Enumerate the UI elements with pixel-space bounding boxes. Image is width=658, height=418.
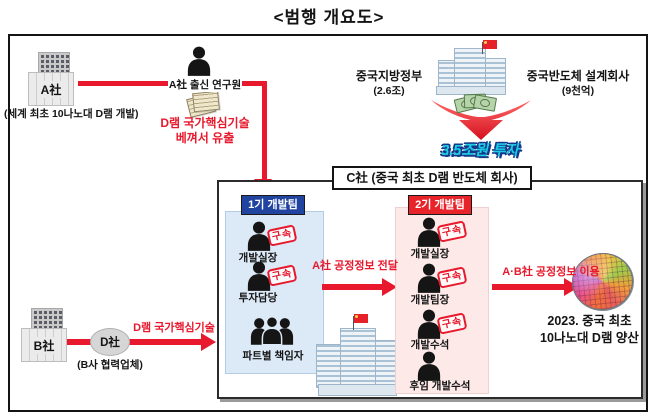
china-flag-icon — [354, 314, 368, 323]
team2-header: 2기 개발팀 — [408, 195, 472, 215]
china-flag-icon — [483, 40, 497, 49]
company-a-name: A社 — [39, 80, 63, 98]
use-label: A·B社 공정정보 이용 — [502, 266, 600, 278]
building-front: B社 — [21, 328, 67, 362]
company-d-ellipse: D社 — [90, 328, 130, 356]
member-title: 개발수석 — [410, 339, 450, 351]
team1-header: 1기 개발팀 — [241, 195, 305, 215]
china-designer-amount: (9천억) — [561, 85, 595, 97]
company-c-header: C社 (중국 최초 D램 반도체 회사) — [332, 166, 532, 190]
building-tower — [340, 328, 376, 388]
page-title: <범행 개요도> — [273, 8, 385, 27]
person-icon — [247, 221, 271, 251]
money-bill — [472, 94, 498, 112]
person-icon — [417, 263, 441, 293]
researcher-label: A社 출신 연구원 — [168, 77, 242, 92]
group-icon — [250, 317, 294, 345]
member-title: 파트별 책임자 — [242, 350, 304, 362]
person-icon — [247, 261, 271, 291]
result-line2: 10나노대 D램 양산 — [540, 330, 639, 345]
building-front: A社 — [28, 72, 74, 106]
company-c-building-icon — [316, 314, 399, 396]
building-tower — [372, 340, 399, 388]
member-title: 투자담당 — [238, 292, 278, 304]
building-tower — [316, 344, 344, 388]
money-bills-icon — [453, 93, 499, 114]
transfer-arrow-line — [322, 284, 382, 290]
leak-arrow-vertical — [262, 81, 267, 180]
company-d-name: D社 — [100, 337, 120, 349]
document-icon — [186, 90, 220, 118]
leak-text: D램 국가핵심기술 베껴서 유출 — [145, 116, 265, 146]
researcher-person-icon — [187, 46, 211, 76]
building-base — [318, 384, 397, 396]
company-a-caption: (세계 최초 10나노대 D램 개발) — [4, 108, 139, 120]
transfer-label: A社 공정정보 전달 — [312, 260, 398, 272]
person-icon — [417, 217, 441, 247]
flagpole — [482, 42, 483, 54]
china-gov-building-icon — [436, 40, 506, 95]
tech-flow-arrowhead-icon — [201, 333, 216, 351]
leak-text-line1: D램 국가핵심기술 — [160, 116, 250, 130]
member-title: 개발팀장 — [410, 294, 450, 306]
china-gov-label: 중국지방정부 — [355, 69, 423, 83]
company-a-building-icon: A社 — [28, 52, 80, 106]
tech-flow-arrow-line — [66, 339, 202, 345]
company-b-caption: (B사 협력업체) — [77, 359, 143, 371]
company-b-name: B社 — [32, 336, 56, 354]
flagpole — [353, 316, 354, 330]
use-arrow-line — [492, 284, 564, 290]
document-sheet — [192, 90, 220, 113]
member-title: 개발실장 — [410, 248, 450, 260]
result-line1: 2023. 중국 최초 — [547, 314, 632, 328]
tech-label: D램 국가핵심기술 — [133, 322, 215, 334]
member-title: 후임 개발수석 — [409, 380, 471, 392]
investment-funnel-arrow-icon — [431, 100, 531, 140]
building-tower — [454, 48, 486, 90]
member-title: 개발실장 — [238, 252, 278, 264]
person-icon — [417, 309, 441, 339]
leak-text-line2: 베껴서 유출 — [175, 131, 235, 145]
result-text: 2023. 중국 최초 10나노대 D램 양산 — [527, 313, 652, 346]
china-designer-label: 중국반도체 설계회사 — [526, 69, 630, 83]
investment-total-label: 3.5조원 투자 — [441, 143, 519, 159]
china-gov-amount: (2.6조) — [373, 85, 405, 97]
transfer-arrowhead-icon — [382, 278, 397, 296]
company-b-building-icon: B社 — [21, 308, 73, 362]
person-icon — [417, 351, 441, 381]
